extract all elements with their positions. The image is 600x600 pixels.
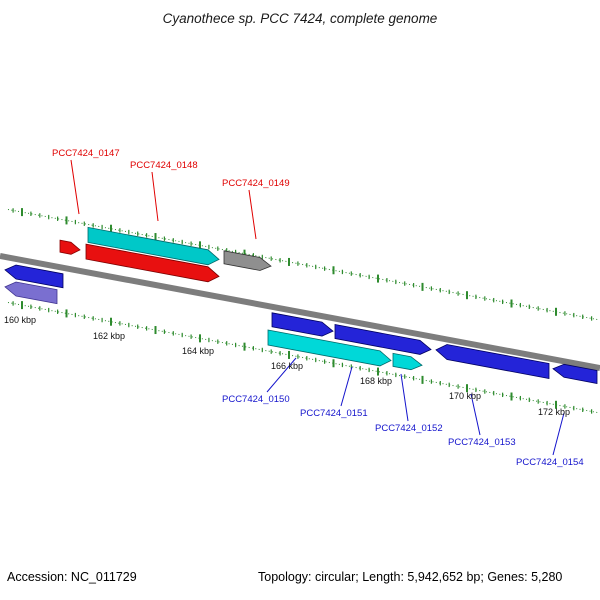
gene-arrow-cyan-forward-long[interactable] bbox=[87, 226, 220, 266]
label-leader-line bbox=[266, 357, 297, 393]
label-leader-line bbox=[552, 412, 565, 456]
gene-arrow-blue-forward-mid-2[interactable] bbox=[334, 324, 432, 355]
gene-label[interactable]: PCC7424_0151 bbox=[300, 408, 368, 419]
ruler-label: 162 kbp bbox=[93, 331, 125, 341]
ruler-label: 160 kbp bbox=[4, 315, 36, 325]
gene-arrow-purple-reverse-left[interactable] bbox=[4, 281, 58, 305]
gene-arrow-gray-forward[interactable] bbox=[223, 250, 272, 271]
label-leader-line bbox=[400, 373, 409, 422]
genome-stats-text: Topology: circular; Length: 5,942,652 bp… bbox=[258, 570, 563, 584]
gene-arrow-blue-forward-mid-1[interactable] bbox=[271, 312, 334, 337]
ruler-label: 164 kbp bbox=[182, 346, 214, 356]
label-leader-line bbox=[340, 366, 353, 407]
gene-label[interactable]: PCC7424_0148 bbox=[130, 160, 198, 171]
gene-arrow-red-forward-long[interactable] bbox=[85, 243, 220, 283]
ruler-label: 172 kbp bbox=[538, 407, 570, 417]
gene-arrow-blue-reverse-right-sm[interactable] bbox=[552, 363, 598, 384]
ruler-label: 166 kbp bbox=[271, 361, 303, 371]
gene-arrow-blue-reverse-big[interactable] bbox=[435, 344, 550, 379]
label-leader-line bbox=[470, 393, 481, 436]
ruler-label: 170 kbp bbox=[449, 391, 481, 401]
label-leader-line bbox=[70, 159, 80, 215]
ruler-tick-row-lower bbox=[7, 301, 599, 414]
genome-backbone bbox=[0, 253, 600, 371]
gene-label[interactable]: PCC7424_0147 bbox=[52, 148, 120, 159]
gene-label[interactable]: PCC7424_0153 bbox=[448, 437, 516, 448]
label-leader-line bbox=[151, 171, 159, 222]
page-title: Cyanothece sp. PCC 7424, complete genome bbox=[162, 11, 438, 26]
accession-text: Accession: NC_011729 bbox=[7, 570, 137, 584]
ruler-dotted-line bbox=[7, 302, 599, 414]
label-leader-line bbox=[248, 189, 257, 240]
gene-arrow-red-small-forward[interactable] bbox=[59, 239, 81, 255]
ruler-dotted-line bbox=[7, 209, 599, 321]
gene-label[interactable]: PCC7424_0152 bbox=[375, 423, 443, 434]
gene-label[interactable]: PCC7424_0150 bbox=[222, 394, 290, 405]
ruler-label: 168 kbp bbox=[360, 376, 392, 386]
ruler-tick-row-upper bbox=[7, 208, 599, 321]
gene-arrow-cyan-mid-long[interactable] bbox=[267, 329, 392, 367]
gene-label[interactable]: PCC7424_0149 bbox=[222, 178, 290, 189]
gene-label[interactable]: PCC7424_0154 bbox=[516, 457, 584, 468]
gene-arrow-blue-reverse-left[interactable] bbox=[4, 264, 64, 289]
gene-arrow-cyan-mid-short[interactable] bbox=[392, 352, 423, 371]
